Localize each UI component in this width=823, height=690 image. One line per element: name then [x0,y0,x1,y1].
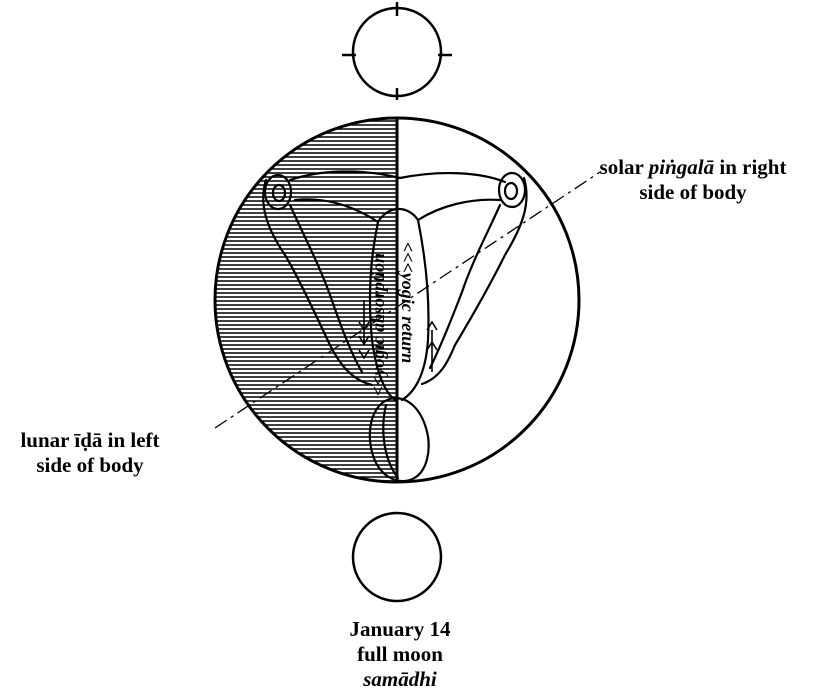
state-label: samādhi [300,667,500,690]
moon-phase-caption: January 14 full moon samādhi [300,617,500,690]
solar-label-line1: solar piṅgalā in right [588,155,798,180]
lunar-label-line1: lunar īḍā in left [2,428,178,453]
solar-label-line2: side of body [588,180,798,205]
body-circle [215,118,579,482]
lunar-channel-label: lunar īḍā in left side of body [2,428,178,478]
lunar-label-line2: side of body [2,453,178,478]
phase-label: full moon [300,642,500,667]
channel-label-return: <<<yogic return [398,242,418,363]
channel-label-absorption: <<yogic absorption [368,253,388,396]
full-moon-symbol [353,513,441,601]
sun-symbol [342,2,452,100]
solar-channel-label: solar piṅgalā in right side of body [588,155,798,205]
date-label: January 14 [300,617,500,642]
